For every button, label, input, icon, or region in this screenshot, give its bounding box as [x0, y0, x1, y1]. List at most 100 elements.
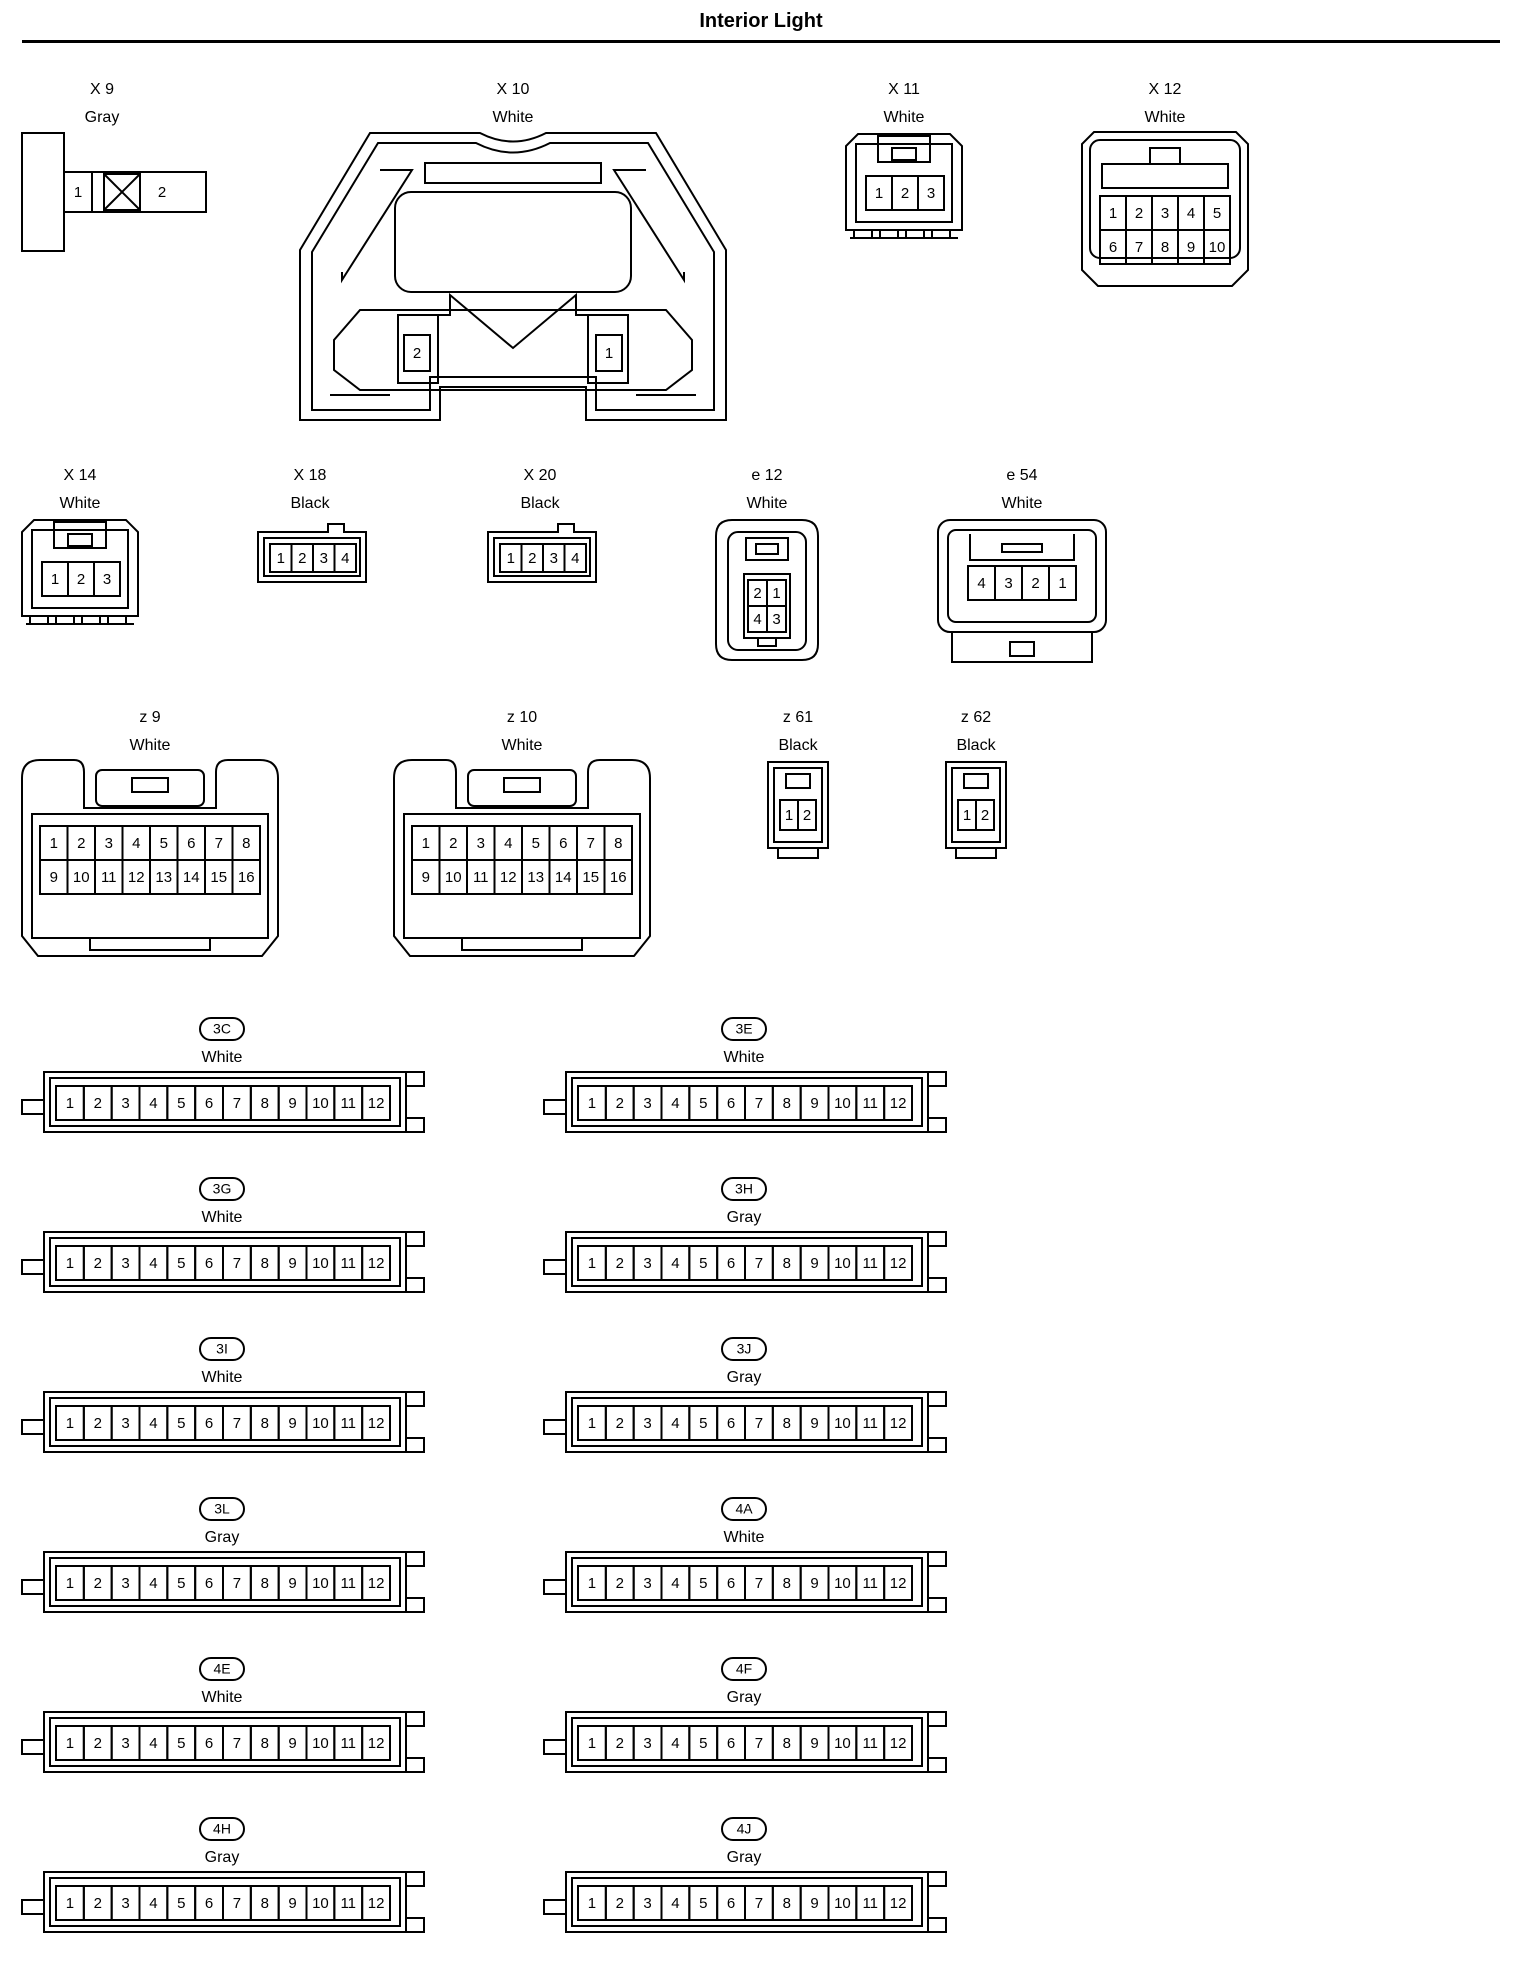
- pin-number: 10: [1209, 239, 1226, 256]
- rib: [612, 169, 685, 284]
- latch-bar: [969, 534, 1075, 561]
- housing-inner: [727, 531, 807, 651]
- pin-number: 1: [875, 185, 883, 202]
- pin-number: 5: [532, 835, 540, 852]
- latch: [95, 769, 205, 807]
- pin-number: 9: [288, 1575, 296, 1592]
- pin-number: 12: [368, 1095, 385, 1112]
- mount-tab: [21, 1899, 45, 1915]
- pin-number: 7: [233, 1415, 241, 1432]
- pin-number: 4: [149, 1735, 157, 1752]
- terminal-tab: [757, 637, 777, 647]
- housing-outline: [487, 523, 597, 583]
- pin-number: 2: [94, 1895, 102, 1912]
- latch-window: [891, 147, 917, 161]
- pin-number: 5: [177, 1895, 185, 1912]
- junction-badge-code: 3H: [735, 1181, 753, 1197]
- pin-number: 3: [1004, 575, 1012, 592]
- housing-outline: [845, 133, 963, 231]
- pin-number: 6: [727, 1415, 735, 1432]
- pin-number: 2: [94, 1735, 102, 1752]
- mount-tab: [21, 1739, 45, 1755]
- pin-number: 2: [1031, 575, 1039, 592]
- connector-color: Black: [290, 495, 330, 512]
- connector-color: White: [202, 1689, 243, 1706]
- connector-color: White: [493, 109, 534, 126]
- pin-number: 11: [862, 1895, 878, 1912]
- pin-number: 6: [1109, 239, 1117, 256]
- pin-cell: [883, 1405, 914, 1441]
- junction-badge: [721, 1657, 767, 1681]
- connector-color: White: [60, 495, 101, 512]
- pin-number: 6: [205, 1895, 213, 1912]
- mount-tab: [543, 1259, 567, 1275]
- pin-number: 9: [288, 1735, 296, 1752]
- housing-inner: [571, 1557, 923, 1607]
- pin-cell: [595, 334, 623, 372]
- mount-tab: [543, 1579, 567, 1595]
- pin-number: 16: [238, 869, 255, 886]
- housing-inner: [263, 537, 361, 577]
- pin-number: 9: [288, 1415, 296, 1432]
- junction-badge-code: 4E: [213, 1661, 230, 1677]
- pin-cell: [333, 543, 357, 573]
- pin-number: 8: [783, 1095, 791, 1112]
- pin-number: 1: [66, 1735, 74, 1752]
- pin-number: 12: [368, 1735, 385, 1752]
- pin-number: 12: [890, 1735, 907, 1752]
- pin-cell: [361, 1885, 391, 1921]
- junction-badge-code: 4J: [737, 1821, 752, 1837]
- housing-inner: [493, 537, 591, 577]
- pin-number: 10: [312, 1255, 329, 1272]
- pin-cell: [563, 543, 587, 573]
- pin-number: 9: [288, 1255, 296, 1272]
- pin-number: 2: [77, 835, 85, 852]
- junction-badge: [199, 1657, 245, 1681]
- pin-number: 8: [261, 1095, 269, 1112]
- pin-number: 10: [834, 1735, 851, 1752]
- latch-window: [67, 533, 93, 547]
- pin-number: 3: [927, 185, 935, 202]
- pin-number: 3: [643, 1095, 651, 1112]
- pin-number: 9: [810, 1575, 818, 1592]
- pin-number: 5: [177, 1735, 185, 1752]
- cavity-outline: [394, 191, 632, 293]
- junction-badge-code: 4F: [736, 1661, 752, 1677]
- connector-code: X 9: [90, 81, 114, 98]
- mount-tab: [21, 1419, 45, 1435]
- pin-number: 2: [158, 184, 166, 201]
- pin-number: 1: [588, 1895, 596, 1912]
- pin-number: 1: [588, 1255, 596, 1272]
- pin-number: 1: [605, 345, 613, 362]
- pin-number: 2: [616, 1095, 624, 1112]
- pin-number: 5: [699, 1575, 707, 1592]
- pin-number: 5: [699, 1095, 707, 1112]
- mount-tab: [405, 1391, 425, 1407]
- mount-tab: [927, 1711, 947, 1727]
- connector-color: Gray: [85, 109, 120, 126]
- junction-badge-code: 3C: [213, 1021, 231, 1037]
- pin-number: 8: [783, 1735, 791, 1752]
- pin-number: 11: [862, 1255, 878, 1272]
- pin-number: 7: [215, 835, 223, 852]
- pin-number: 6: [559, 835, 567, 852]
- pin-number: 4: [341, 550, 349, 567]
- pin-number: 1: [785, 807, 793, 824]
- pin-number: 6: [205, 1095, 213, 1112]
- pin-number: 1: [588, 1415, 596, 1432]
- pin-number: 7: [233, 1575, 241, 1592]
- pin-number: 2: [94, 1095, 102, 1112]
- connector-color: Gray: [727, 1209, 762, 1226]
- pin-number: 1: [772, 585, 780, 602]
- connector-color: White: [130, 737, 171, 754]
- junction-badge: [721, 1177, 767, 1201]
- pin-number: 9: [288, 1095, 296, 1112]
- pin-number: 6: [727, 1895, 735, 1912]
- latch: [1149, 147, 1181, 165]
- terminal-tab: [955, 847, 997, 859]
